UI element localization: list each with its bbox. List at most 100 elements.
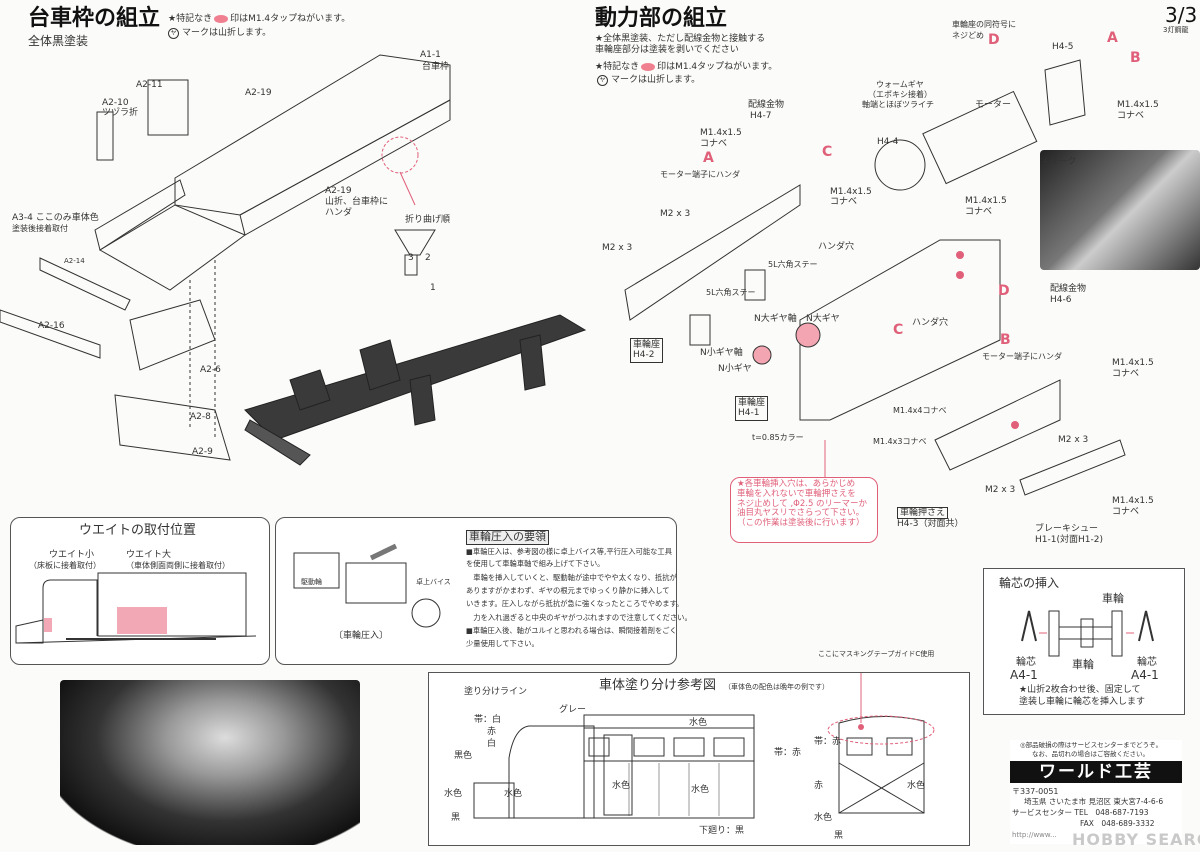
wheel-press-box: 駆動輪 卓上バイス 〔車輪圧入〕 車輪圧入の要領 ■車輪圧入は、参考図の様に卓上… <box>275 517 692 665</box>
label-frame: 台車枠 <box>422 62 450 72</box>
reaming-note-line: 油目丸ヤスリでさらって下さい。 <box>737 508 865 519</box>
label-solder-hole-a: ハンダ穴 <box>818 242 855 252</box>
label-solder-hole-b: ハンダ穴 <box>912 318 949 328</box>
assembled-power-unit-photo-top <box>1040 150 1200 270</box>
label-b-top: B <box>1130 50 1141 66</box>
power-fold-note: ヤマークは山折します。 <box>597 75 700 86</box>
label-holder: 車輪押さえ H4-3（対面共） <box>897 507 963 530</box>
label-konabe-h4-4-right: コナベ <box>965 207 993 217</box>
wheel-core-drawing <box>1021 610 1154 657</box>
large-weight-mark <box>117 607 167 634</box>
manufacturer-box: ◎部品破損の際はサービスセンターまでどうぞ。 なお、品切れの場合はご容赦ください… <box>1010 740 1182 844</box>
wheel-core-box: 輪芯の挿入 車輪 輪芯 A4-1 車輪 輪芯 A4-1 ★山折2枚合わせ後、固定… <box>983 568 1185 715</box>
label-n-small-shaft: N小ギヤ軸 <box>700 348 743 358</box>
core-part-right: A4-1 <box>1131 668 1159 682</box>
light-blue-label-roof: 水色 <box>689 718 708 728</box>
label-a2-11: A2-11 <box>136 80 163 90</box>
company-address: 埼玉県 さいたま市 見沼区 東大宮7-4-6-6 <box>1024 797 1164 806</box>
label-motor-solder-b: モーター端子にハンダ <box>982 352 1062 361</box>
white-label: 白 <box>487 739 497 749</box>
light-blue-label-side: 水色 <box>691 785 710 795</box>
company-url: http://www... <box>1012 831 1057 839</box>
label-same-mark: 車輪座の同符号に <box>952 20 1016 29</box>
label-m14-h4-7: M1.4x1.5 <box>700 128 742 138</box>
drive-wheel-label: 駆動輪 <box>301 578 322 586</box>
power-paint-note-2: 車輪座部分は塗装を剥いでください <box>595 45 739 55</box>
press-line: ■車輪圧入後、軸がユルイと思われる場合は、瞬間接着剤をごく <box>466 626 677 635</box>
red-label: 赤 <box>487 727 497 737</box>
h4-2-label: H4-2 <box>633 350 655 361</box>
chassis-tap-note: ★特記なき印はM1.4タップねがいます。 <box>168 14 350 24</box>
label-worm-b: （エポキシ接着） <box>868 90 932 99</box>
paint-reference-box: 車体塗り分け参考図 （車体色の配色は晩年の例です） 塗り分けライン グレー 帯：… <box>428 672 970 846</box>
label-fold-2: 2 <box>425 253 431 263</box>
label-h4-5: H4-5 <box>1052 42 1074 52</box>
label-h4-6: H4-6 <box>1050 295 1072 305</box>
label-a2-19-solder: ハンダ <box>325 208 353 218</box>
label-zigzag: ツヅラ折 <box>102 108 139 118</box>
company-name: ワールド工芸 <box>1010 761 1182 783</box>
pink-dot-icon <box>641 62 656 71</box>
masking-note: ここにマスキングテープガイドC使用 <box>818 650 935 658</box>
label-wire-h4-6: 配線金物 <box>1050 284 1087 294</box>
tap-note-pre: ★特記なき <box>168 14 213 24</box>
label-a2-8: A2-8 <box>190 412 211 422</box>
label-m14-h4-6: M1.4x1.5 <box>1112 358 1154 368</box>
label-m14x3: M1.4x3コナベ <box>873 437 927 446</box>
gray-label: グレー <box>559 705 587 715</box>
pink-dot-icon <box>214 14 229 23</box>
label-worm: ウォームギヤ <box>876 80 924 89</box>
page-subtitle: 3灯鋼龍 <box>1163 26 1189 34</box>
small-weight-mark <box>44 618 52 632</box>
label-m2x3-d: M2 x 3 <box>985 485 1016 495</box>
label-c-top: C <box>822 144 833 160</box>
label-konabe-h4-4-left: コナベ <box>830 197 858 207</box>
label-collar: t=0.85カラー <box>752 433 804 442</box>
label-b-mid: B <box>1000 332 1011 348</box>
wheel-core-note: ★山折2枚合わせ後、固定して <box>1019 685 1141 695</box>
fold-note-text: マークは山折します。 <box>611 75 701 85</box>
light-blue-label-end: 水色 <box>907 781 926 791</box>
reaming-note-line: ★各車輪挿入穴は、あらかじめ <box>737 479 856 489</box>
light-blue-label-front: 水色 <box>444 789 463 799</box>
label-wire-h4-7: 配線金物 <box>748 100 785 110</box>
h4-1-label: H4-1 <box>738 408 760 419</box>
chassis-3d-render <box>244 314 587 466</box>
label-hex-stay-a: 5L六角ステー <box>768 260 818 269</box>
label-konabe-brake: コナベ <box>1112 507 1140 517</box>
label-m2x3-c: M2 x 3 <box>1058 435 1089 445</box>
paint-title: 車体塗り分け参考図 <box>599 678 717 693</box>
band-red-label-side: 帯：赤 <box>774 748 802 758</box>
band-red-label-end: 帯：赤 <box>814 737 842 747</box>
black-color-label: 黒色 <box>454 751 473 761</box>
label-d-top: D <box>988 32 1000 48</box>
power-unit-drawing <box>624 59 1126 496</box>
label-fold-3: 3 <box>408 253 414 263</box>
label-brake: ブレーキシュー <box>1035 524 1099 534</box>
assembled-power-unit-photo-bottom <box>60 680 360 845</box>
seat-label: 車輪座 <box>633 340 661 350</box>
zip-code: 〒337-0051 <box>1012 787 1059 796</box>
label-h4-4: H4-4 <box>877 137 899 147</box>
press-line: ■車輪圧入は、参考図の様に卓上バイス等,平行圧入可能な工具 <box>466 547 673 556</box>
weight-small-label: ウエイト小 <box>49 550 95 560</box>
reaming-note-line: ネジ止めして ,Φ2.5 のリーマーか <box>737 498 868 509</box>
chassis-subtitle: 全体黒塗装 <box>28 34 89 48</box>
label-h4-7: H4-7 <box>750 111 772 121</box>
weight-small-sub: （床板に接着取付） <box>29 561 101 570</box>
service-notice: なお、品切れの場合はご容赦ください。 <box>1032 750 1149 758</box>
press-line: 少量使用して下さい。 <box>466 639 539 648</box>
label-m14-h4-4-left: M1.4x1.5 <box>830 187 872 197</box>
label-a2-6: A2-6 <box>200 365 221 375</box>
paint-line-label: 塗り分けライン <box>464 687 528 697</box>
band-white-label: 帯：白 <box>474 715 502 725</box>
label-n-big: N大ギヤ <box>806 314 840 324</box>
label-motor-solder-a: モーター端子にハンダ <box>660 170 740 179</box>
mountain-fold-icon: ヤ <box>597 75 608 86</box>
chassis-title: 台車枠の組立 <box>28 6 161 31</box>
railcar-paint-drawing <box>473 673 935 819</box>
label-n-big-shaft: N大ギヤ軸 <box>754 314 797 324</box>
red-label-end: 赤 <box>814 781 824 791</box>
